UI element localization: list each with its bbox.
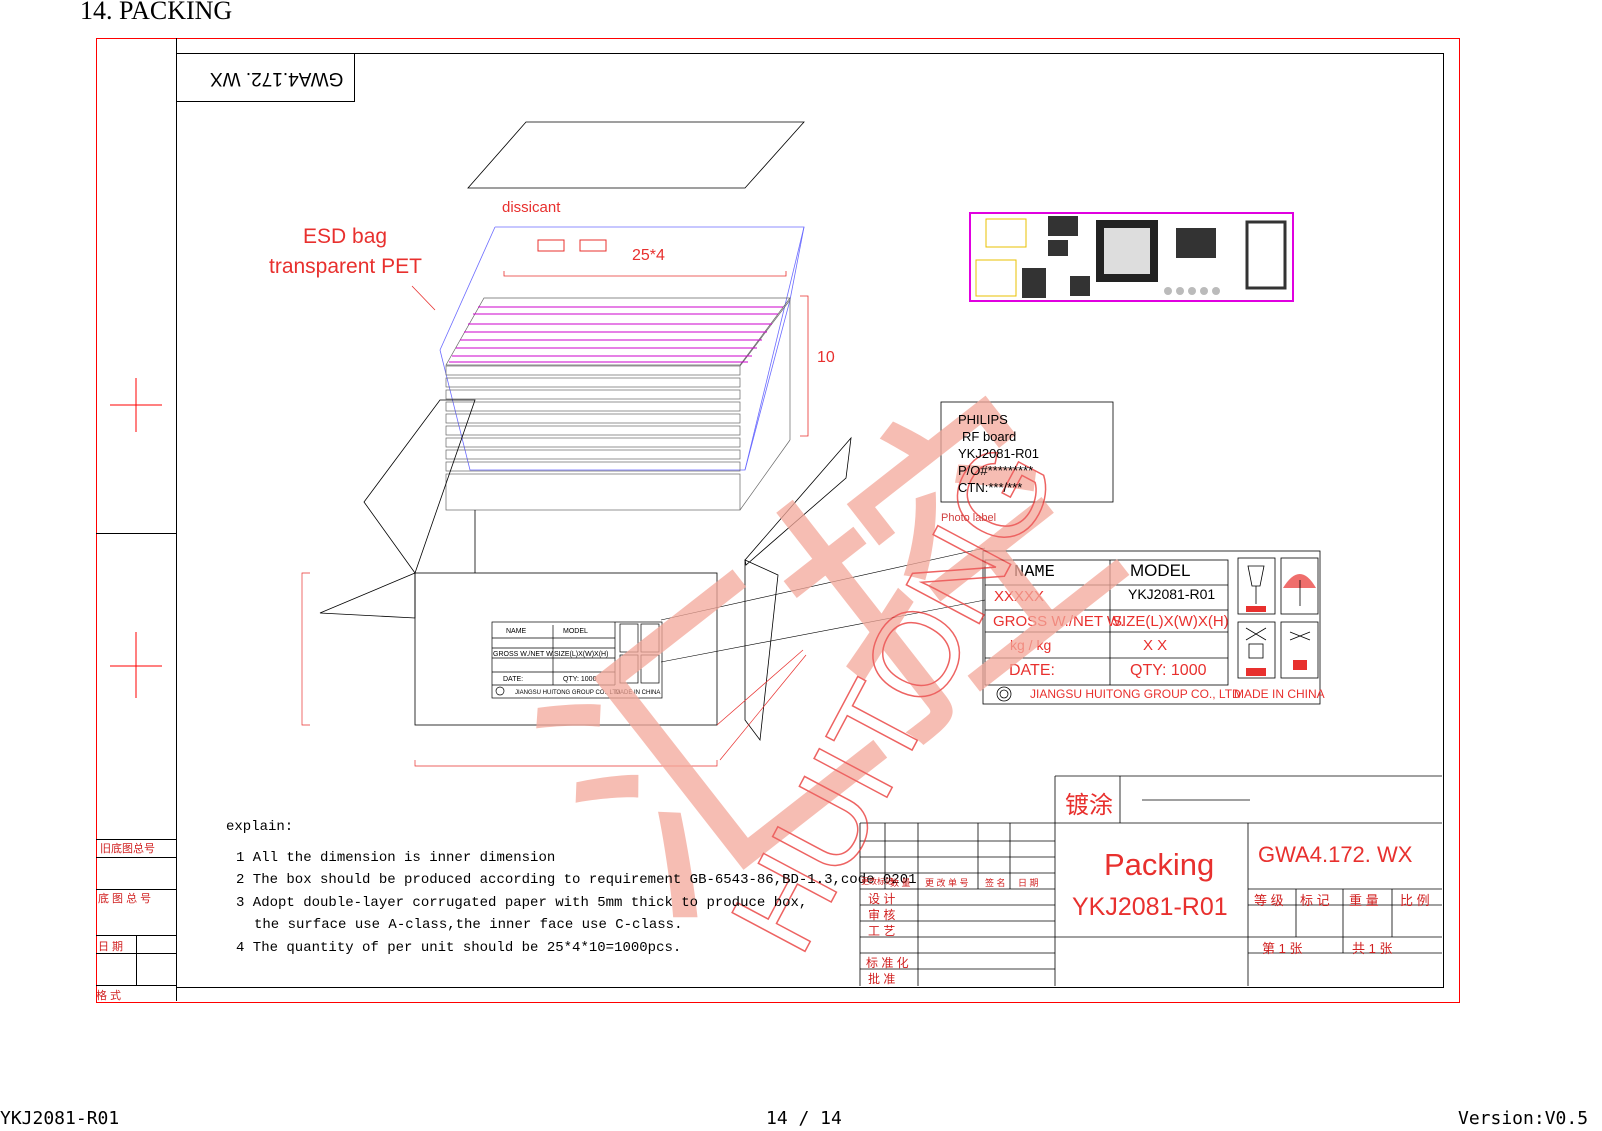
carton-lid (467, 121, 805, 189)
check-label: 审 核 (868, 908, 896, 922)
date-col-label: 日 期 (1018, 878, 1039, 888)
left-strip (96, 38, 177, 1001)
photo-label-part-no: YKJ2081-R01 (958, 446, 1039, 461)
big-label-model-header: MODEL (1130, 561, 1190, 580)
explain-notes: explain: 1 All the dimension is inner di… (226, 816, 917, 960)
footer-part-no: YKJ2081-R01 (0, 1108, 120, 1129)
sign-label: 签 名 (985, 878, 1006, 888)
big-label-size-value: X X (1143, 637, 1167, 654)
small-label-model: MODEL (563, 628, 588, 635)
grade-label: 等 级 (1254, 893, 1284, 908)
explain-line-2: 2 The box should be produced according t… (236, 872, 917, 889)
small-label-name: NAME (506, 628, 527, 635)
rev-mark-label: 更改标记 (861, 877, 893, 886)
left-strip-divider-7 (96, 985, 176, 986)
approve-label: 批 准 (868, 972, 896, 986)
design-label: 设 计 (868, 892, 896, 906)
layers-dimension (800, 295, 809, 437)
big-label-qty: QTY: 1000 (1130, 662, 1207, 679)
handling-icons (1246, 574, 1316, 676)
left-strip-divider-1 (96, 533, 176, 534)
desiccant-packs (537, 239, 607, 252)
big-label-company: JIANGSU HUITONG GROUP CO., LTD (1030, 687, 1241, 701)
big-label-made-in: MADE IN CHINA (1234, 687, 1325, 701)
small-label-qty: QTY: 1000 (563, 676, 597, 683)
photo-label-po: P/O#********* (958, 463, 1034, 478)
small-label-weight: GROSS W./NET W. (493, 651, 554, 658)
small-label-date: DATE: (503, 676, 523, 683)
explain-line-1: 1 All the dimension is inner dimension (236, 849, 556, 866)
small-label-made-in: MADE IN CHINA (615, 690, 660, 696)
section-title: 14. PACKING (80, 0, 233, 25)
explain-line-5: 4 The quantity of per unit should be 25*… (236, 939, 682, 956)
photo-label-ctn: CTN:***/*** (958, 480, 1023, 495)
small-carton-label (491, 621, 663, 699)
footer-version: Version:V0.5 (1458, 1108, 1589, 1129)
carton-body (414, 572, 718, 726)
drawing-frame-outer (96, 38, 1460, 1003)
drawing-total-no-label: 底 图 总 号 (98, 893, 152, 905)
big-label-weight-value: kg / kg (1010, 637, 1051, 653)
process-label: 工 艺 (868, 924, 896, 938)
top-left-code-box (176, 53, 355, 102)
photo-label-product: RF board (962, 429, 1017, 444)
pcb-rows (449, 306, 783, 363)
small-label-size: SIZE(L)X(W)X(H) (554, 651, 608, 658)
esd-leader (411, 285, 436, 311)
registration-cross-2 (110, 632, 162, 698)
drawing-title: Packing (1104, 847, 1215, 882)
big-label-size-header: SIZE(L)X(W)X(H) (1112, 613, 1229, 630)
photo-label-caption: Photo label (941, 512, 997, 524)
carton-dimensions (301, 572, 807, 767)
photo-label-brand: PHILIPS (958, 412, 1008, 427)
pcb-board (969, 212, 1294, 302)
count-dimension (503, 271, 787, 277)
big-carton-label (982, 550, 1321, 705)
big-label-name-header: NAME (1014, 563, 1055, 582)
big-label-model-value: YKJ2081-R01 (1128, 586, 1215, 602)
esd-bag-label: ESD bag (303, 225, 388, 248)
photo-label-content: PHILIPS RF board YKJ2081-R01 P/O#*******… (958, 411, 1039, 496)
handling-icon-lines (1245, 565, 1311, 659)
left-strip-vertical (136, 935, 137, 985)
tray-stack (445, 297, 791, 511)
small-label-company: JIANGSU HUITONG GROUP CO., LTD (515, 690, 621, 696)
standard-label: 标 准 化 (866, 956, 909, 970)
big-label-date: DATE: (1009, 662, 1055, 679)
footer-page-no: 14 / 14 (766, 1108, 842, 1129)
mark-label: 标 记 (1300, 893, 1330, 908)
explain-title: explain: (226, 819, 294, 835)
explain-line-3: 3 Adopt double-layer corrugated paper wi… (236, 894, 808, 911)
dissicant-label: dissicant (502, 199, 561, 216)
title-block-grid (859, 775, 1442, 986)
left-strip-divider-2 (96, 839, 176, 840)
photo-label-box (940, 401, 1114, 503)
explain-line-4: the surface use A-class,the inner face u… (254, 917, 683, 934)
registration-cross-1 (110, 378, 162, 432)
left-strip-divider-4 (96, 889, 176, 890)
old-drawing-no-label: 旧底图总号 (100, 843, 155, 855)
format-label: 格 式 (96, 990, 122, 1002)
plating-label: 镀涂 (1065, 792, 1113, 819)
sheet-label: 第 1 张 (1262, 941, 1303, 956)
scale-label: 比 例 (1400, 893, 1430, 908)
big-label-name-value: XXXXX (994, 588, 1044, 605)
label-leaders (660, 547, 986, 663)
total-sheets-label: 共 1 张 (1352, 941, 1393, 956)
date-label: 日 期 (98, 941, 124, 953)
tray-layout-count: 25*4 (632, 247, 665, 264)
tray-layer-count: 10 (817, 349, 835, 366)
change-doc-label: 更 改 单 号 (925, 878, 969, 888)
drawing-code: GWA4.172. WX (1258, 842, 1413, 867)
big-label-weight-header: GROSS W./NET W. (993, 613, 1124, 630)
left-strip-divider-3 (96, 857, 176, 858)
drawing-part-no: YKJ2081-R01 (1072, 893, 1228, 921)
esd-bag-material-label: transparent PET (269, 255, 422, 278)
weight-label: 重 量 (1349, 893, 1379, 908)
qty-label: 数 量 (890, 878, 911, 888)
